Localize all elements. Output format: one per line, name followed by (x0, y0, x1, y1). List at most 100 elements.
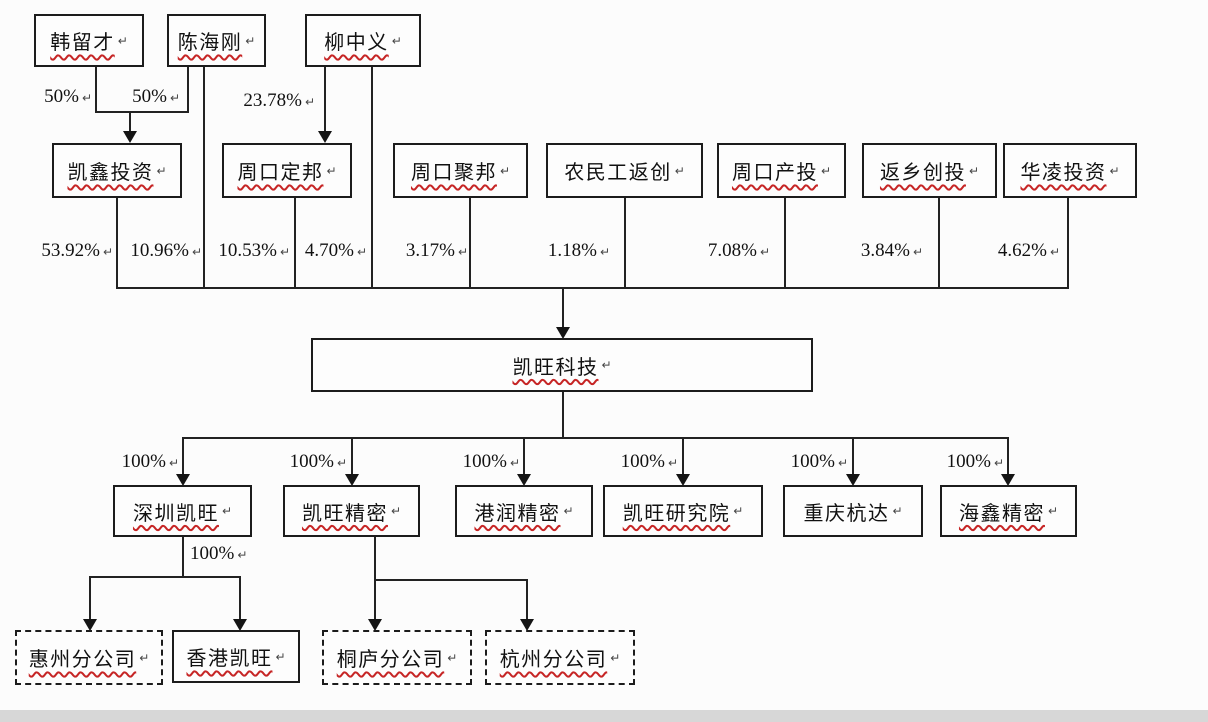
connector-line (523, 439, 525, 475)
stake-label-shenzhen-branches: 100%↵ (190, 543, 248, 564)
connector-line (562, 289, 564, 329)
return-mark: ↵ (391, 33, 402, 48)
stake-label-chen-direct: 10.96%↵ (130, 240, 202, 261)
return-mark: ↵ (993, 456, 1004, 470)
return-mark: ↵ (169, 91, 180, 105)
connector-line (203, 67, 205, 289)
arrowhead-down-icon (345, 474, 359, 486)
connector-line (294, 198, 296, 289)
connector-line (116, 198, 118, 289)
node-label: 杭州分公司 (499, 649, 608, 671)
node-kaiwang-technology: 凯旺科技↵ (311, 338, 813, 392)
arrowhead-down-icon (517, 474, 531, 486)
connector-line (182, 439, 184, 475)
node-kaiwang-jingmi: 凯旺精密↵ (283, 485, 420, 537)
return-mark: ↵ (326, 163, 337, 178)
arrowhead-down-icon (83, 619, 97, 631)
connector-line (95, 67, 97, 113)
return-mark: ↵ (237, 548, 248, 562)
node-shenzhen-kaiwang: 深圳凯旺↵ (113, 485, 252, 537)
node-chen-haigang: 陈海刚↵ (167, 14, 266, 67)
node-label: 惠州分公司 (28, 649, 137, 671)
return-mark: ↵ (245, 33, 256, 48)
stake-label-jingmi: 100%↵ (289, 451, 347, 472)
arrowhead-down-icon (520, 619, 534, 631)
return-mark: ↵ (336, 456, 347, 470)
connector-line (351, 439, 353, 475)
stake-label-chantou: 7.08%↵ (707, 240, 770, 261)
connector-line (187, 67, 189, 113)
return-mark: ↵ (117, 33, 128, 48)
node-label: 港润精密 (474, 502, 561, 525)
connector-line (95, 111, 189, 113)
return-mark: ↵ (275, 649, 286, 664)
return-mark: ↵ (304, 95, 315, 109)
stake-label-haixin: 100%↵ (946, 451, 1004, 472)
node-label: 凯鑫投资 (67, 162, 154, 184)
return-mark: ↵ (221, 504, 233, 518)
node-nongmingong-fanchuang: 农民工返创↵ (546, 143, 703, 198)
node-label: 凯旺研究院 (622, 502, 731, 525)
connector-line (89, 576, 241, 578)
stake-label-kaixin: 53.92%↵ (41, 240, 113, 261)
connector-line (469, 198, 471, 289)
stake-label-shenzhen: 100%↵ (121, 451, 179, 472)
return-mark: ↵ (509, 456, 520, 470)
node-zhoukou-jubang: 周口聚邦↵ (393, 143, 528, 198)
arrowhead-down-icon (368, 619, 382, 631)
node-hongkong-kaiwang: 香港凯旺↵ (172, 630, 300, 683)
return-mark: ↵ (968, 163, 980, 178)
connector-line (682, 439, 684, 475)
return-mark: ↵ (759, 245, 770, 259)
node-huizhou-branch: 惠州分公司↵ (15, 630, 163, 685)
connector-line (784, 198, 786, 289)
connector-line (852, 439, 854, 475)
stake-label-liu-direct: 4.70%↵ (304, 240, 367, 261)
connector-line (89, 578, 91, 620)
arrowhead-down-icon (1001, 474, 1015, 486)
stake-label-research: 100%↵ (620, 451, 678, 472)
return-mark: ↵ (733, 504, 744, 518)
node-label: 返乡创投 (879, 162, 966, 184)
stake-label-gangrun: 100%↵ (462, 451, 520, 472)
node-label: 周口产投 (731, 162, 818, 184)
return-mark: ↵ (1049, 245, 1060, 259)
stake-label-nongmingong: 1.18%↵ (547, 240, 610, 261)
arrowhead-down-icon (676, 474, 690, 486)
node-zhoukou-chantou: 周口产投↵ (717, 143, 846, 198)
connector-line (374, 579, 528, 581)
node-kaixin-investment: 凯鑫投资↵ (52, 143, 182, 198)
return-mark: ↵ (674, 163, 685, 178)
bottom-gray-bar (0, 710, 1208, 722)
node-label: 周口定邦 (237, 162, 324, 184)
node-label: 凯旺精密 (301, 502, 388, 525)
return-mark: ↵ (191, 245, 202, 259)
return-mark: ↵ (563, 504, 574, 518)
stake-label-liu-dingbang: 23.78%↵ (243, 90, 315, 111)
node-label: 陈海刚 (177, 32, 243, 54)
return-mark: ↵ (499, 163, 511, 178)
connector-line (1007, 439, 1009, 475)
return-mark: ↵ (820, 163, 832, 178)
arrowhead-down-icon (123, 131, 137, 143)
node-label: 桐庐分公司 (336, 649, 445, 671)
node-zhoukou-dingbang: 周口定邦↵ (222, 143, 352, 198)
return-mark: ↵ (279, 245, 290, 259)
stake-label-dingbang: 10.53%↵ (218, 240, 290, 261)
connector-line (239, 578, 241, 620)
return-mark: ↵ (356, 245, 367, 259)
node-hualing-investment: 华凌投资↵ (1003, 143, 1137, 198)
node-liu-zhongyi: 柳中义↵ (305, 14, 421, 67)
return-mark: ↵ (892, 504, 903, 518)
return-mark: ↵ (156, 163, 167, 178)
node-label: 韩留才 (50, 32, 115, 54)
return-mark: ↵ (837, 456, 848, 470)
node-label: 华凌投资 (1020, 162, 1107, 184)
connector-line (371, 67, 373, 289)
return-mark: ↵ (102, 245, 113, 259)
node-fanxiang-chuangtou: 返乡创投↵ (862, 143, 997, 198)
connector-line (182, 537, 184, 578)
node-label: 农民工返创 (564, 162, 672, 184)
node-label: 柳中义 (324, 32, 389, 54)
